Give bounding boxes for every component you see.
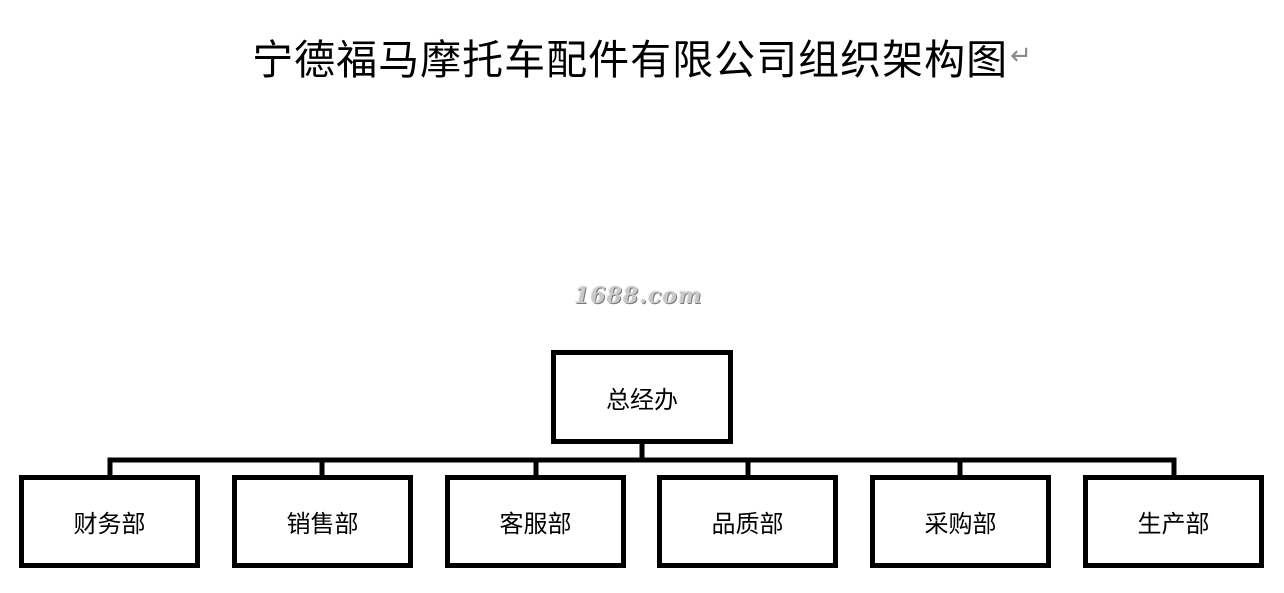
paragraph-mark-icon: ↵ — [1010, 41, 1032, 71]
org-node-dept-label: 采购部 — [924, 510, 997, 538]
org-node-dept-label: 客服部 — [499, 510, 572, 538]
org-node-dept-label: 品质部 — [711, 510, 784, 538]
org-node-root-label: 总经办 — [606, 385, 678, 414]
org-node-dept-1: 财务部 — [19, 475, 200, 568]
org-node-dept-2: 销售部 — [232, 475, 413, 568]
org-node-dept-5: 采购部 — [870, 475, 1051, 568]
org-node-dept-label: 销售部 — [286, 510, 359, 538]
watermark-logo: 1688.com — [574, 283, 703, 309]
org-node-root: 总经办 — [551, 350, 733, 444]
page-title: 宁德福马摩托车配件有限公司组织架构图 — [252, 36, 1009, 84]
title-row: 宁德福马摩托车配件有限公司组织架构图↵ — [0, 26, 1284, 86]
org-node-dept-3: 客服部 — [445, 475, 626, 568]
org-node-dept-label: 生产部 — [1137, 510, 1210, 538]
org-node-dept-4: 品质部 — [657, 475, 838, 568]
org-node-dept-label: 财务部 — [73, 510, 146, 538]
org-node-dept-6: 生产部 — [1083, 475, 1264, 568]
